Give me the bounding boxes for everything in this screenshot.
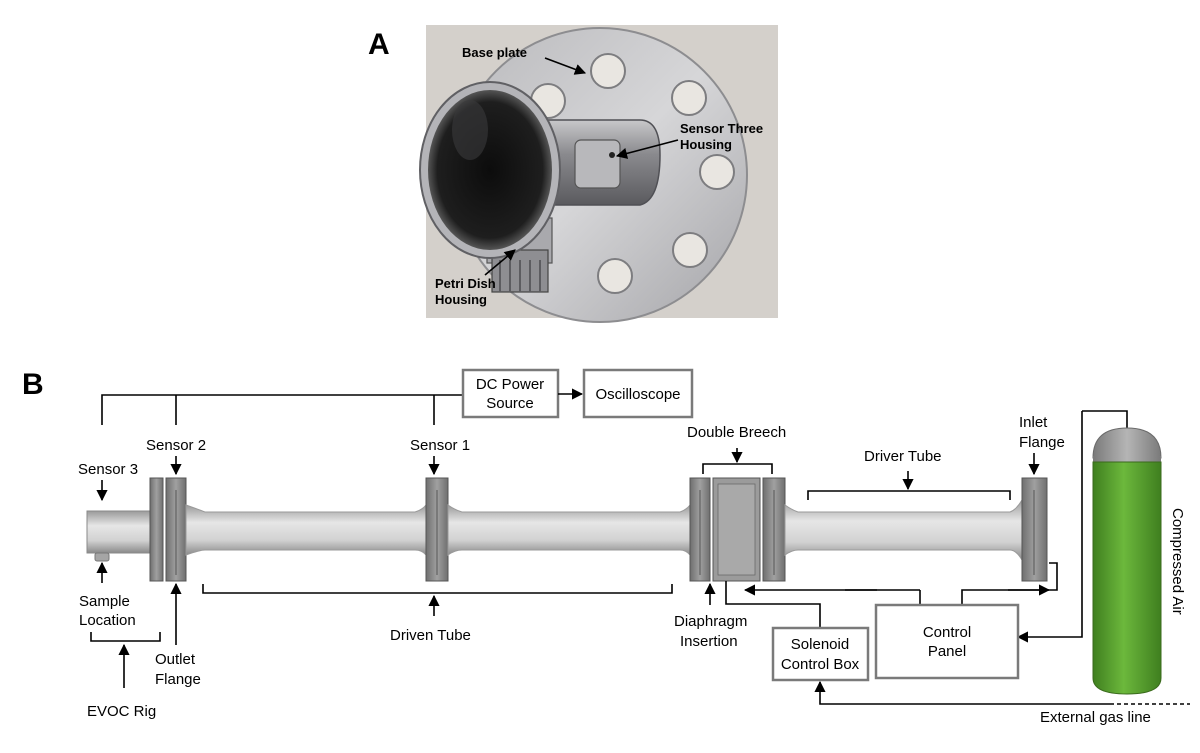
solenoid-label-2: Control Box <box>781 656 860 673</box>
bracket-driven-tube <box>202 584 673 594</box>
shock-tube-assembly <box>86 477 1048 582</box>
dc-power-label-2: Source <box>486 395 534 412</box>
bracket-driver-tube <box>807 490 1011 500</box>
label-outlet-flange-2: Flange <box>155 671 201 688</box>
label-diaphragm-1: Diaphragm <box>674 613 747 630</box>
arrow-petri-dish <box>484 249 516 276</box>
label-sample-location-2: Location <box>79 612 136 629</box>
label-petri-dish-housing-1: Petri Dish <box>435 276 496 291</box>
bracket-double-breech <box>702 463 773 474</box>
label-driver-tube: Driver Tube <box>864 448 942 465</box>
solenoid-control-box: Solenoid Control Box <box>771 626 870 682</box>
label-inlet-flange-2: Flange <box>1019 434 1065 451</box>
oscilloscope-label: Oscilloscope <box>595 386 680 403</box>
bracket-evoc-rig <box>90 632 161 642</box>
sensor-wiring <box>101 394 463 425</box>
oscilloscope-box: Oscilloscope <box>582 368 694 419</box>
label-double-breech: Double Breech <box>687 424 786 441</box>
label-inlet-flange-1: Inlet <box>1019 414 1048 431</box>
control-panel-label-2: Panel <box>928 643 966 660</box>
label-sensor-3: Sensor 3 <box>78 461 138 478</box>
dc-power-label-1: DC Power <box>476 376 544 393</box>
label-diaphragm-2: Insertion <box>680 633 738 650</box>
compressed-air-cylinder <box>1092 427 1162 695</box>
label-petri-dish-housing-2: Housing <box>435 292 487 307</box>
arrow-base-plate <box>544 57 587 75</box>
evoc-rig-block <box>86 510 153 554</box>
control-wiring <box>725 410 1190 705</box>
label-base-plate: Base plate <box>462 45 527 60</box>
panel-b-letter: B <box>22 368 44 401</box>
label-sensor-1: Sensor 1 <box>410 437 470 454</box>
dc-power-source-box: DC Power Source <box>461 368 560 419</box>
label-outlet-flange-1: Outlet <box>155 651 196 668</box>
sample-port <box>94 552 110 562</box>
label-sensor-three-housing-2: Housing <box>680 137 732 152</box>
label-sensor-2: Sensor 2 <box>146 437 206 454</box>
control-panel-box: Control Panel <box>874 603 1020 680</box>
label-evoc-rig: EVOC Rig <box>87 703 156 720</box>
label-sample-location-1: Sample <box>79 593 130 610</box>
label-sensor-three-housing-1: Sensor Three <box>680 121 763 136</box>
label-compressed-air: Compressed Air <box>1169 508 1186 615</box>
label-driven-tube: Driven Tube <box>390 627 471 644</box>
arrow-sensor-three <box>615 139 679 159</box>
panel-a-photo <box>419 25 778 323</box>
control-panel-label-1: Control <box>923 624 971 641</box>
label-external-gas-line: External gas line <box>1040 709 1151 726</box>
panel-a-letter: A <box>368 28 390 61</box>
solenoid-label-1: Solenoid <box>791 636 849 653</box>
